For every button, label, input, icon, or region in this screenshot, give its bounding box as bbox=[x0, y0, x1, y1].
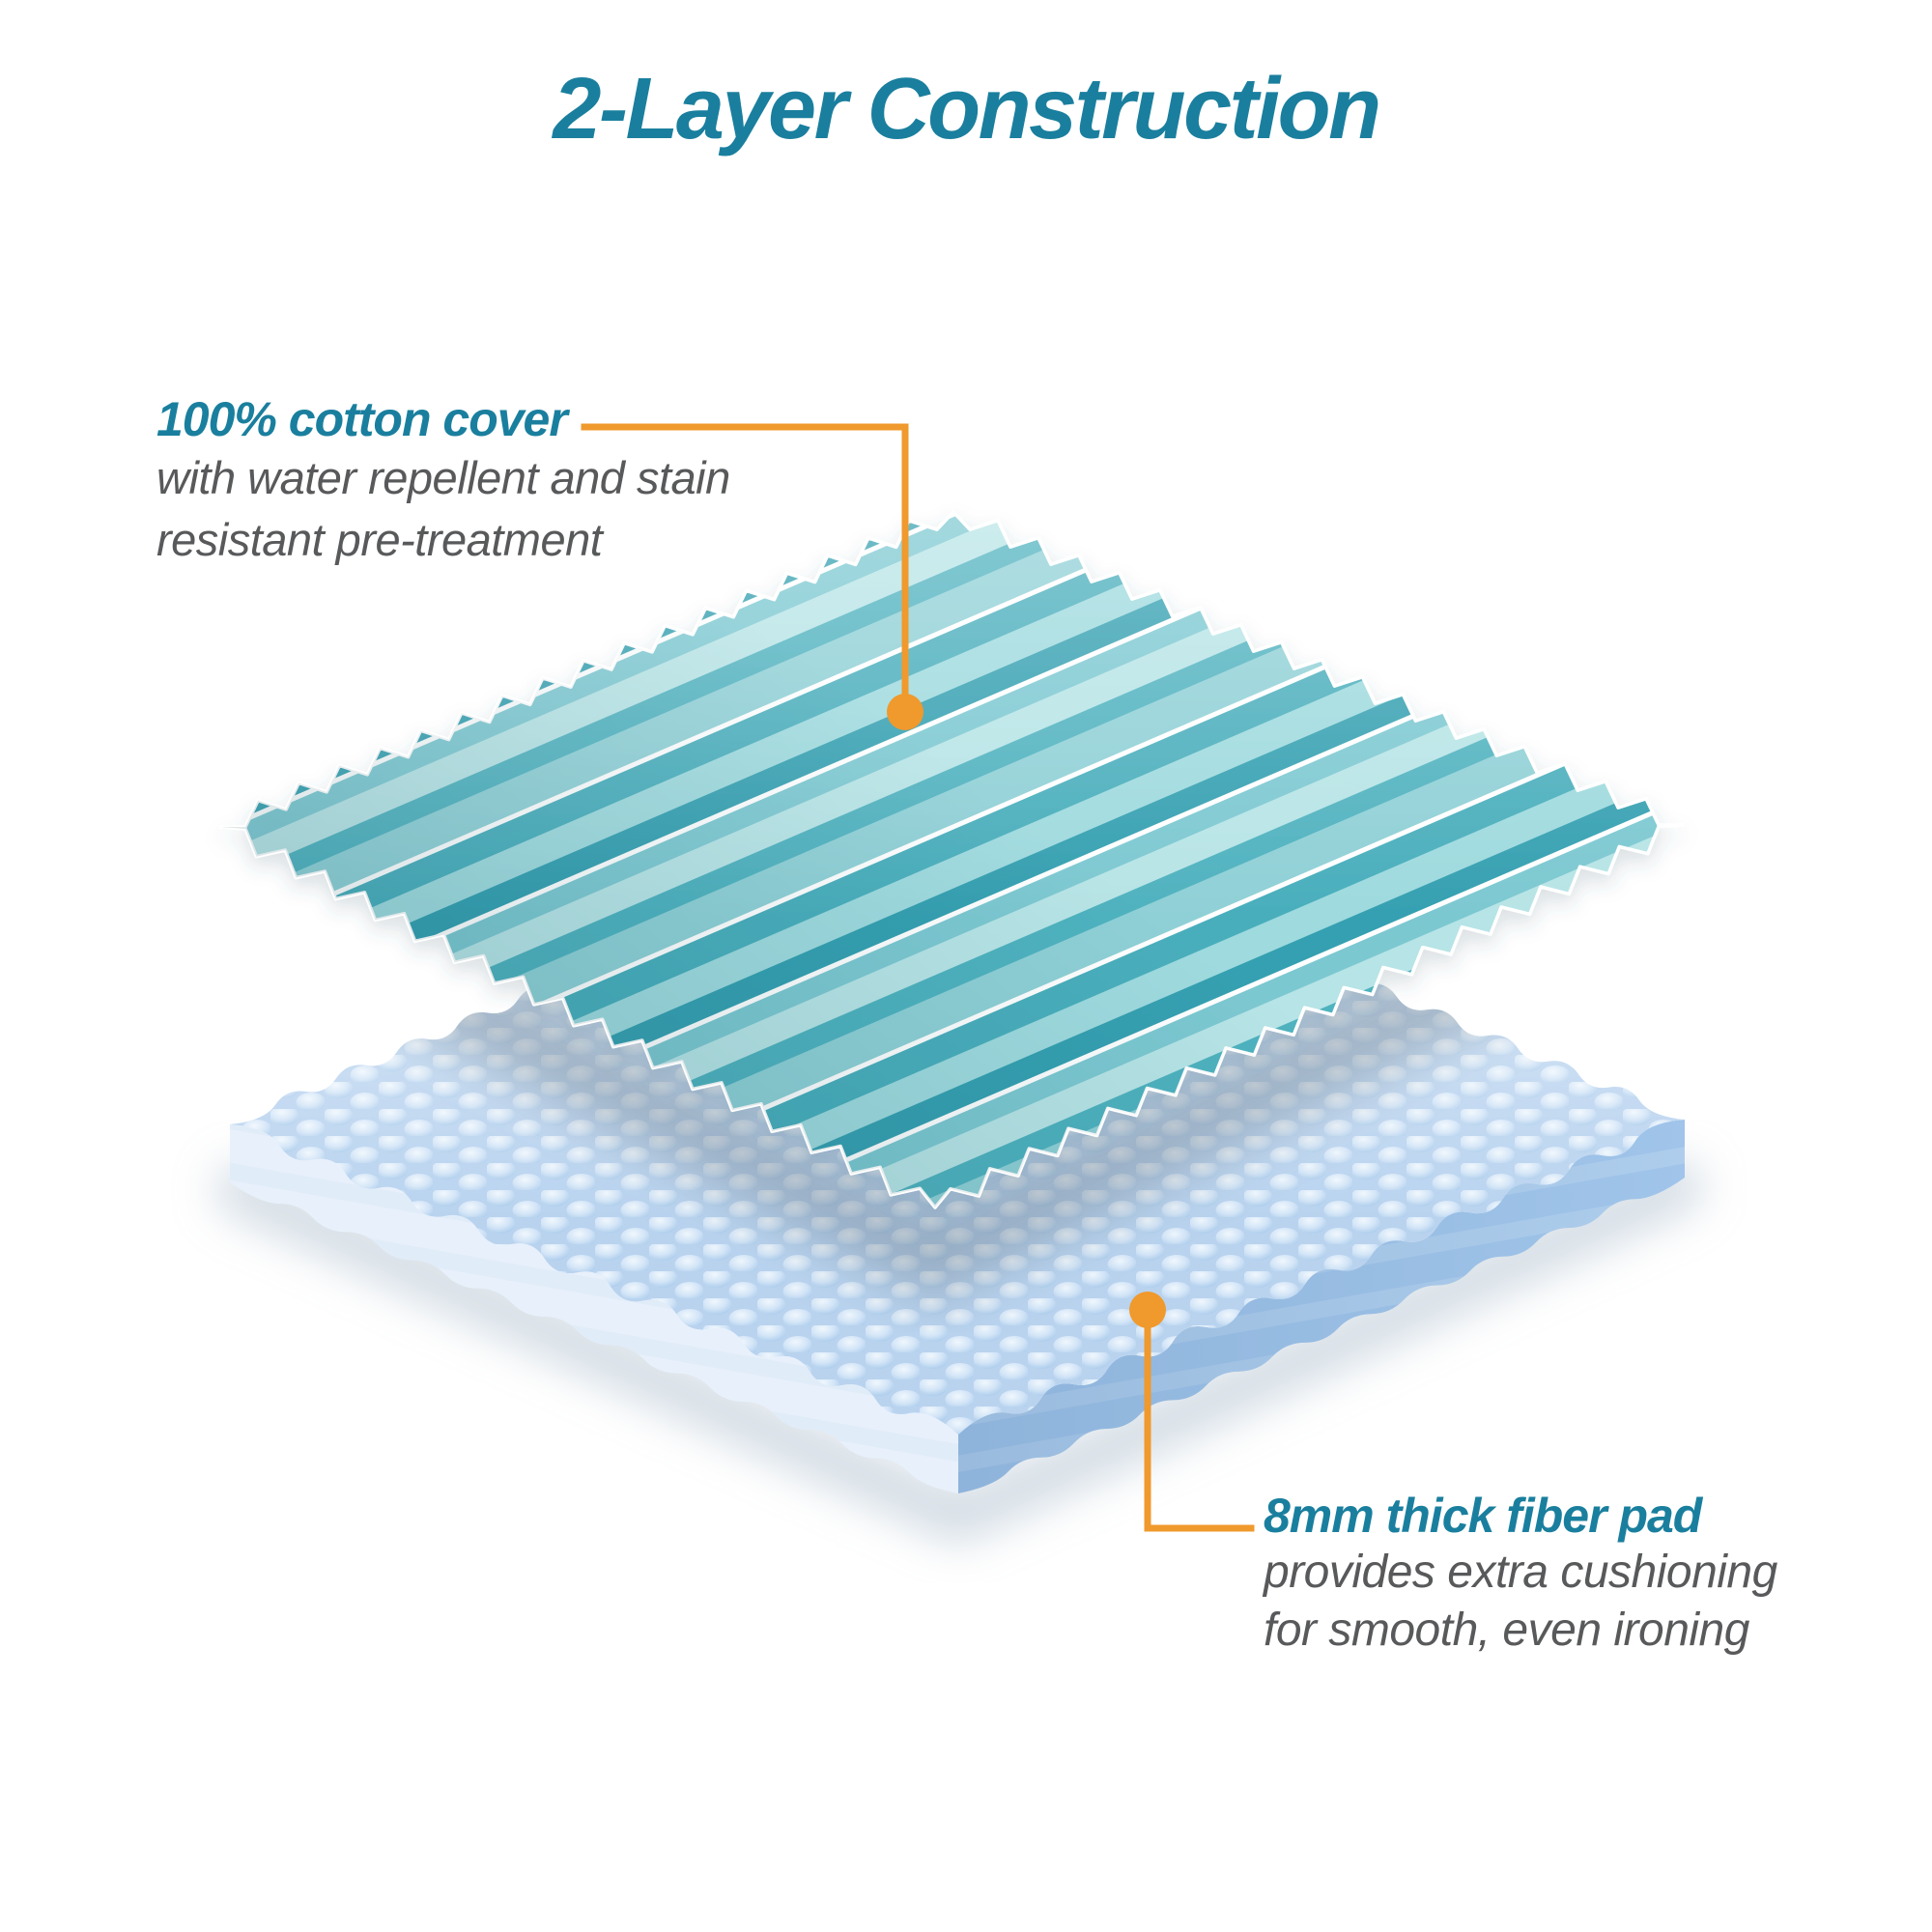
foam-side-left-ridges bbox=[230, 1124, 958, 1493]
fiber-pad-heading: 8mm thick fiber pad bbox=[1264, 1489, 1702, 1543]
fiber-pad-body-line1: provides extra cushioning bbox=[1264, 1547, 1777, 1598]
cotton-cover-heading: 100% cotton cover bbox=[156, 392, 568, 446]
ground-shadow bbox=[214, 1159, 1704, 1547]
callout-leader-fiber bbox=[1129, 1292, 1255, 1532]
page-title: 2-Layer Construction bbox=[553, 61, 1381, 157]
fiber-callout-dot bbox=[1129, 1292, 1166, 1328]
cotton-leader-line bbox=[581, 423, 909, 716]
fiber-leader-line bbox=[1144, 1306, 1255, 1532]
callout-fiber-pad: 8mm thick fiber pad provides extra cushi… bbox=[1264, 1488, 1777, 1660]
cotton-cover-body-line2: resistant pre-treatment bbox=[156, 514, 603, 565]
cotton-cover-body-line1: with water repellent and stain bbox=[156, 452, 730, 503]
fabric-shade bbox=[221, 512, 1683, 1208]
callout-cotton-cover: 100% cotton cover with water repellent a… bbox=[156, 391, 730, 571]
cotton-cover-layer bbox=[219, 510, 1685, 1209]
callout-leader-cotton bbox=[581, 423, 923, 730]
cotton-callout-dot bbox=[887, 694, 923, 730]
fiber-pad-body-line2: for smooth, even ironing bbox=[1264, 1605, 1749, 1656]
foam-side-right-shade bbox=[958, 1120, 1685, 1493]
